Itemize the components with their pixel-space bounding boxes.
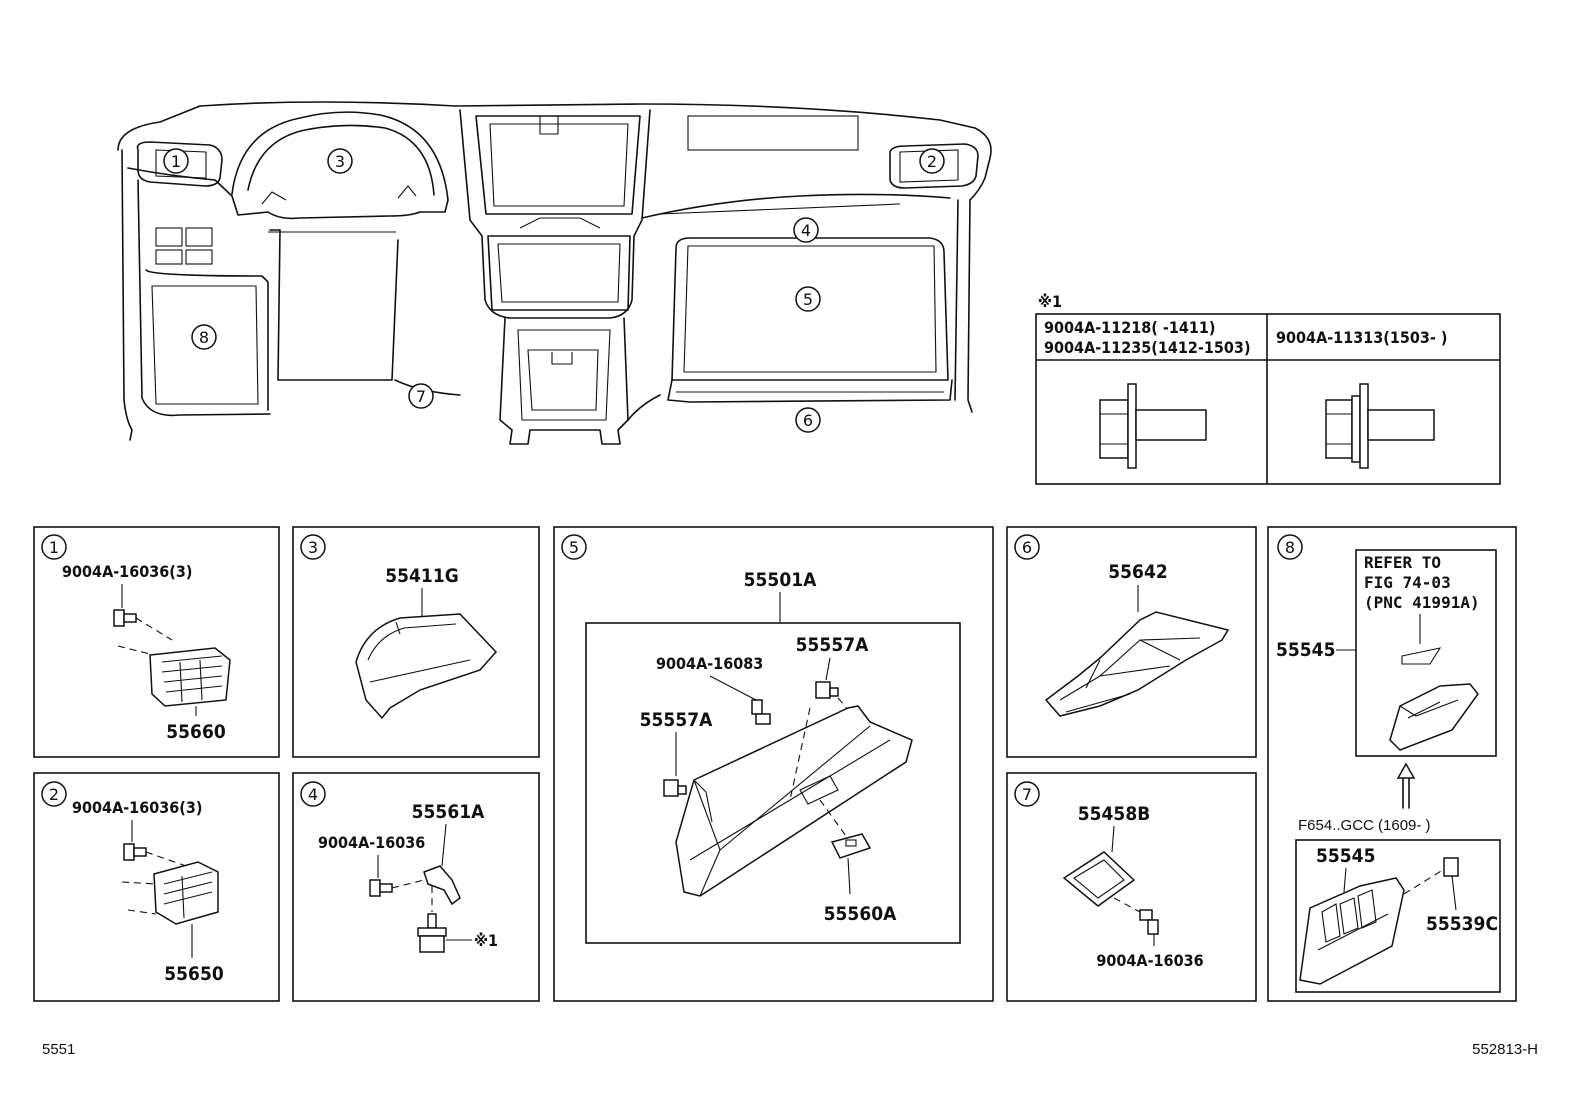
air-vent-right-icon [153, 861, 219, 925]
note-mark: ※1 [1038, 292, 1062, 311]
svg-text:5: 5 [569, 538, 579, 557]
svg-text:1: 1 [49, 538, 59, 557]
screw-icon [369, 879, 393, 897]
latch-label: 55560A [824, 903, 897, 925]
panel-8: 8 REFER TO FIG 74-03 (PNC 41991A) 55545 … [1267, 526, 1517, 1002]
panel-1: 1 9004A-16036(3) 55660 [33, 526, 280, 758]
clip-icon [1443, 857, 1459, 877]
panel-5: 5 55501A 9004A-16083 55557A 55557A [553, 526, 994, 1002]
screw-label: 9004A-16083 [656, 654, 763, 673]
svg-text:6: 6 [1022, 538, 1032, 557]
screw-label: 9004A-16036 [1096, 951, 1203, 970]
svg-text:6: 6 [803, 411, 813, 430]
part-label-bottom: 55545 [1316, 845, 1375, 867]
svg-text:7: 7 [416, 387, 426, 406]
instrument-panel-overview [117, 101, 992, 445]
bolt-left-icon [1099, 383, 1207, 469]
panel-7: 7 55458B 9004A-16036 [1006, 772, 1257, 1002]
screw-icon [113, 609, 137, 627]
bumper-label-b: 55557A [640, 709, 713, 731]
callout-8: 8 [191, 324, 217, 350]
refer-line-3: (PNC 41991A) [1364, 593, 1480, 612]
callout-7: 7 [408, 383, 434, 409]
svg-text:8: 8 [1285, 538, 1295, 557]
part-label-c: 55539C [1426, 913, 1498, 935]
callout-4: 4 [793, 217, 819, 243]
svg-text:1: 1 [171, 152, 181, 171]
part-label: 55660 [166, 721, 226, 743]
note-right-line: 9004A-11313(1503- ) [1276, 328, 1447, 347]
part-label-top: 55545 [1276, 639, 1335, 661]
arrow-up-icon [1396, 762, 1416, 809]
glove-box-icon [675, 705, 913, 897]
frame-bracket-icon [1044, 611, 1230, 717]
callout-6: 6 [795, 407, 821, 433]
svg-text:3: 3 [335, 152, 345, 171]
panel-2: 2 9004A-16036(3) 55650 [33, 772, 280, 1002]
svg-text:4: 4 [801, 221, 811, 240]
svg-text:7: 7 [1022, 785, 1032, 804]
svg-text:2: 2 [49, 785, 59, 804]
bumper-a-icon [815, 681, 839, 699]
callout-3: 3 [327, 148, 353, 174]
note-left-line-2: 9004A-11235(1412-1503) [1044, 338, 1251, 357]
part-label: 55650 [164, 963, 224, 985]
callout-2: 2 [919, 148, 945, 174]
panel-3: 3 55411G [292, 526, 540, 758]
bolt-icon [417, 913, 447, 953]
refer-line-2: FIG 74-03 [1364, 573, 1451, 592]
svg-text:8: 8 [199, 328, 209, 347]
screw-icon [1139, 909, 1159, 935]
bolt-note-table: ※1 9004A-11218( -1411) 9004A-11235(1412-… [1035, 292, 1501, 485]
svg-text:3: 3 [308, 538, 318, 557]
screw-label: 9004A-16036(3) [72, 798, 202, 817]
note-left-line-1: 9004A-11218( -1411) [1044, 318, 1215, 337]
latch-icon [830, 833, 872, 859]
overview-callouts: 1 2 3 4 5 6 7 8 [163, 148, 945, 433]
variant-label: F654..GCC (1609- ) [1298, 817, 1431, 834]
bumper-b-icon [663, 779, 687, 797]
footer-left: 5551 [42, 1041, 75, 1058]
screw-label: 9004A-16036(3) [62, 562, 192, 581]
assembly-label: 55501A [744, 569, 817, 591]
bolt-ref: ※1 [474, 931, 498, 950]
part-label: 55642 [1108, 561, 1167, 583]
part-label: 55561A [412, 801, 485, 823]
svg-text:5: 5 [803, 290, 813, 309]
refer-line-1: REFER TO [1364, 553, 1441, 572]
bracket-icon [423, 865, 461, 906]
cluster-hood-icon [355, 613, 498, 720]
part-label: 55411G [385, 565, 459, 587]
compartment-bottom-icon [1299, 877, 1405, 985]
air-vent-left-icon [149, 647, 231, 707]
screw-icon [751, 699, 771, 725]
svg-text:4: 4 [308, 785, 318, 804]
bolt-right-icon [1325, 383, 1435, 469]
panel-6: 6 55642 [1006, 526, 1257, 758]
panel-4: 4 55561A 9004A-16036 ※1 [292, 772, 540, 1002]
compartment-top-icon [1389, 683, 1479, 751]
part-label: 55458B [1078, 803, 1151, 825]
callout-1: 1 [163, 148, 189, 174]
callout-5: 5 [795, 286, 821, 312]
screw-icon [123, 843, 147, 861]
cover-plate-icon [1062, 851, 1136, 907]
svg-text:2: 2 [927, 152, 937, 171]
screw-label: 9004A-16036 [318, 833, 425, 852]
footer-right: 552813-H [1472, 1041, 1538, 1058]
bumper-label-a: 55557A [796, 634, 869, 656]
